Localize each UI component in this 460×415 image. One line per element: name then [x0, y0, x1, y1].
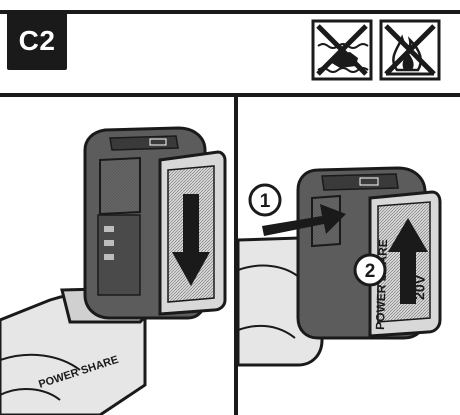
step-2-marker: 2	[353, 253, 387, 287]
left-panel: POWER SHARE	[0, 126, 227, 415]
battery-pack-right: POWER SHARE 20V	[296, 166, 442, 340]
no-water-immersion-icon	[311, 19, 373, 81]
slide-up-arrow	[388, 218, 428, 304]
slide-down-arrow	[172, 194, 210, 286]
battery-pack-left	[83, 126, 227, 320]
step-label: C2	[7, 12, 67, 70]
right-panel: POWER SHARE 20V 1 2	[236, 166, 442, 367]
step-1-number: 1	[260, 191, 271, 212]
push-right-arrow	[262, 204, 346, 236]
no-fire-icon	[379, 19, 441, 81]
step-1-marker: 1	[248, 183, 282, 217]
step-2-number: 2	[365, 261, 376, 282]
